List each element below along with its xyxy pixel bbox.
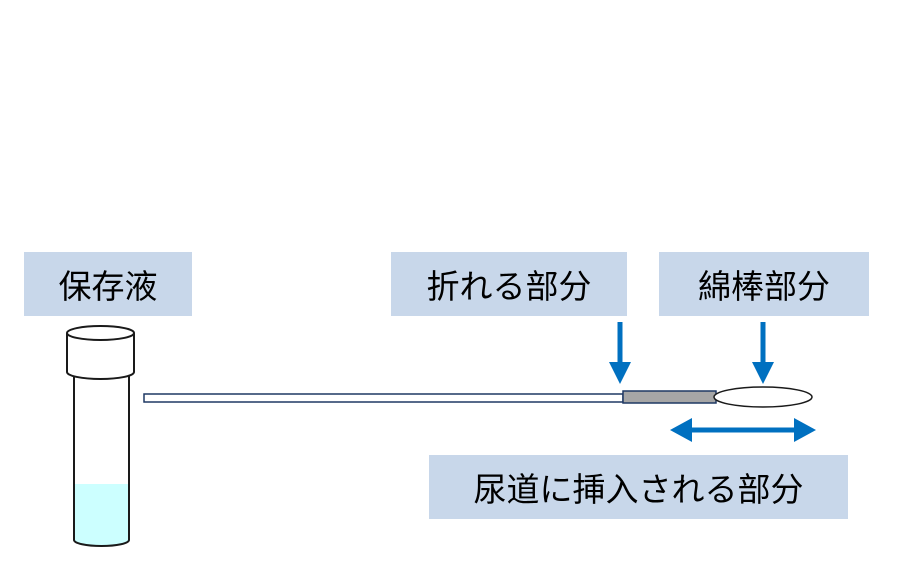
arrow-down-icon — [609, 322, 631, 384]
preservative-liquid — [74, 484, 129, 546]
cotton-swab-label: 綿棒部分 — [659, 252, 869, 316]
insertion-part-label: 尿道に挿入される部分 — [429, 455, 848, 519]
cotton-tip — [713, 386, 813, 408]
swab-stick-icon — [143, 386, 813, 408]
tube-cap — [66, 333, 135, 380]
arrow-down-icon — [752, 322, 774, 384]
preservative-label: 保存液 — [24, 252, 192, 316]
test-tube-icon — [66, 325, 135, 547]
swab-shaft — [143, 393, 624, 403]
break-segment — [622, 390, 717, 404]
break-point-label: 折れる部分 — [391, 252, 627, 316]
double-arrow-icon — [670, 418, 816, 442]
tube-cap-top — [66, 325, 135, 341]
tube-body — [73, 376, 130, 547]
